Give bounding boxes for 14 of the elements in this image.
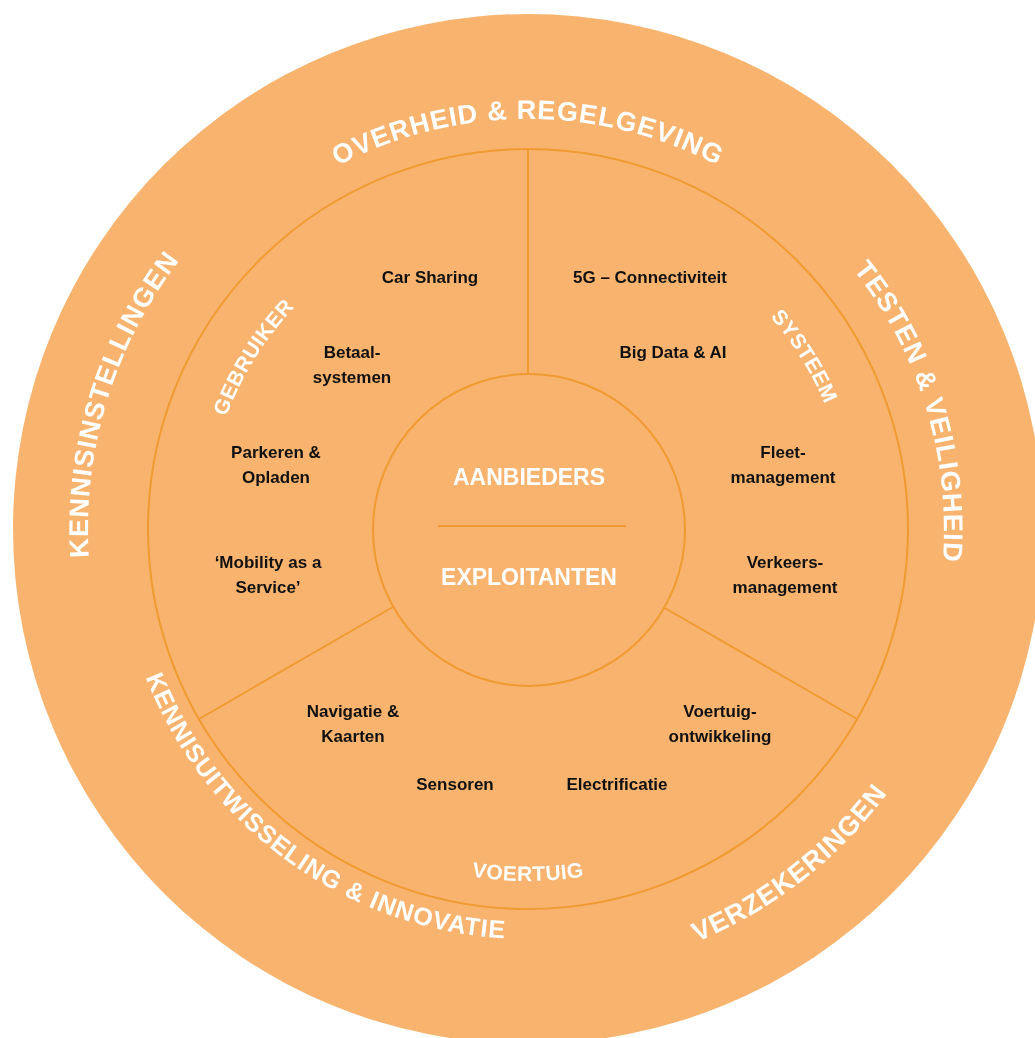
topic-label: Sensoren	[416, 773, 494, 796]
topic-label: ‘Mobility as a Service’	[213, 552, 323, 599]
sector-heading: VOERTUIG	[470, 857, 586, 886]
topic-label: Voertuig- ontwikkeling	[667, 701, 773, 748]
topic-label: Fleet- management	[729, 442, 837, 489]
topic-label: Big Data & AI	[619, 341, 727, 364]
topic-label: Car Sharing	[381, 266, 479, 289]
topic-label: Betaal- systemen	[311, 342, 393, 389]
topic-label: Parkeren & Opladen	[230, 442, 322, 489]
topic-label: 5G – Connectiviteit	[573, 266, 727, 289]
topic-label: Electrificatie	[566, 773, 668, 796]
center-label: AANBIEDERS	[452, 463, 606, 491]
topic-label: Verkeers- management	[731, 552, 839, 599]
center-label: EXPLOITANTEN	[441, 563, 617, 591]
